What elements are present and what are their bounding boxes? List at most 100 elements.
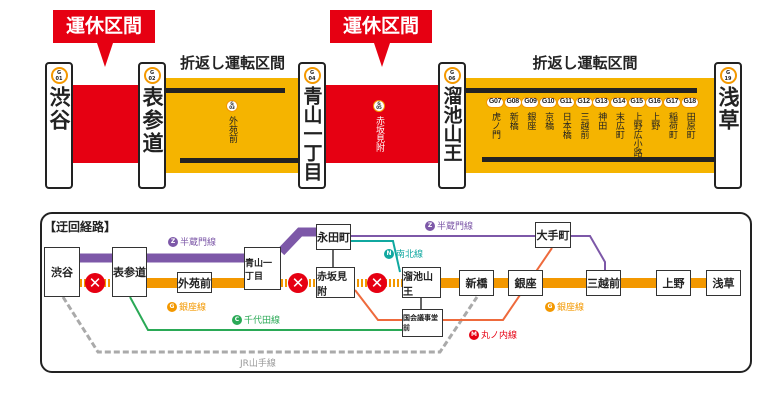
line-icon: M: [469, 329, 479, 340]
suspended-x-icon: ✕: [288, 273, 308, 293]
station-name: 日本橋: [560, 112, 571, 139]
station-name: 新橋: [507, 112, 518, 130]
station-number-badge: G16: [645, 97, 664, 108]
map-station-ginza: 銀座: [508, 270, 543, 296]
station-name: 外苑前: [227, 116, 237, 143]
map-station-gaienmae: 外苑前: [177, 272, 212, 293]
map-station-asakusa: 浅草: [706, 270, 741, 296]
shuttle-label: 折返し運転区間: [179, 54, 285, 72]
station-name: 溜池山王: [440, 86, 463, 162]
station-intermediate: G16 上野: [645, 97, 664, 130]
suspended-label: 運休区間: [53, 10, 155, 67]
station-number-badge: G15: [627, 97, 646, 108]
station-number-badge: G13: [592, 97, 611, 108]
westbound-arrow: [482, 157, 714, 162]
map-station-kokkai: 国会議事堂前: [402, 309, 443, 337]
station-name: 浅草: [716, 86, 740, 132]
namboku-line: [351, 240, 401, 273]
line-icon: N: [384, 248, 394, 259]
station-name: 上野: [649, 112, 660, 130]
station-name: 神田: [596, 112, 607, 130]
chiyoda-line: [129, 296, 402, 331]
line-icon: C: [232, 314, 242, 325]
station-number-badge: G10: [539, 97, 558, 108]
map-station-aoyama: 青山一丁目: [244, 247, 281, 290]
suspended-section-band: [324, 85, 440, 163]
shuttle-label: 折返し運転区間: [532, 54, 638, 72]
line-name: 半蔵門線: [437, 222, 474, 232]
map-station-mitsukoshimae: 三越前: [586, 270, 621, 296]
station-intermediate: G13 神田: [592, 97, 611, 130]
station-name: 上野広小路: [631, 112, 642, 157]
jr-yamanote-line: [61, 296, 479, 354]
station-name: 三越前: [578, 112, 589, 139]
station-intermediate: G12 三越前: [574, 97, 593, 139]
line-icon: G: [545, 301, 555, 312]
station-number-badge: G17: [663, 97, 681, 108]
line-name: 半蔵門線: [180, 238, 217, 248]
station-name: 稲荷町: [667, 112, 677, 139]
map-station-otemachi: 大手町: [535, 222, 571, 248]
station-number-badge: G07: [486, 97, 504, 108]
map-station-omotesando: 表参道: [112, 247, 147, 297]
station-intermediate: G15 上野広小路: [627, 97, 646, 157]
detour-title: 【迂回経路】: [44, 220, 117, 234]
station-intermediate: G07 虎ノ門: [486, 97, 504, 139]
station-name: 末広町: [613, 112, 624, 139]
station-number-badge: G09: [521, 97, 540, 108]
station-number-badge: G14: [609, 97, 628, 108]
yamanote-line-label: JR山手線: [240, 359, 276, 369]
map-station-shibuya: 渋谷: [44, 247, 80, 297]
station-name: 赤坂見附: [374, 116, 384, 152]
station-intermediate: G17 稲荷町: [663, 97, 681, 139]
station-name: 虎ノ門: [490, 112, 500, 139]
eastbound-arrow: [165, 88, 285, 93]
line-name: 千代田線: [244, 316, 281, 326]
line-name: 銀座線: [179, 303, 207, 313]
marunouchi-line: [354, 289, 402, 321]
detour-map: [40, 212, 752, 373]
station-number-badge: G12: [574, 97, 593, 108]
station-name: 青山一丁目: [300, 86, 323, 181]
map-station-akasaka: 赤坂見附: [316, 267, 355, 298]
map-station-shimbashi: 新橋: [459, 270, 494, 296]
westbound-arrow: [180, 158, 298, 163]
suspended-x-icon: ✕: [85, 273, 105, 293]
line-icon: G: [167, 301, 177, 312]
map-station-tameike: 溜池山王: [402, 267, 441, 298]
eastbound-arrow: [465, 88, 697, 93]
station-name: 表参道: [140, 86, 164, 155]
station-number-badge: G18: [680, 97, 699, 108]
line-icon: Z: [168, 236, 178, 247]
line-icon: Z: [425, 220, 435, 231]
line-name: 丸ノ内線: [481, 331, 518, 341]
suspended-x-icon: ✕: [367, 273, 387, 293]
suspended-label: 運休区間: [330, 10, 432, 67]
map-station-ueno: 上野: [656, 270, 691, 296]
station-intermediate: G14 末広町: [609, 97, 628, 139]
